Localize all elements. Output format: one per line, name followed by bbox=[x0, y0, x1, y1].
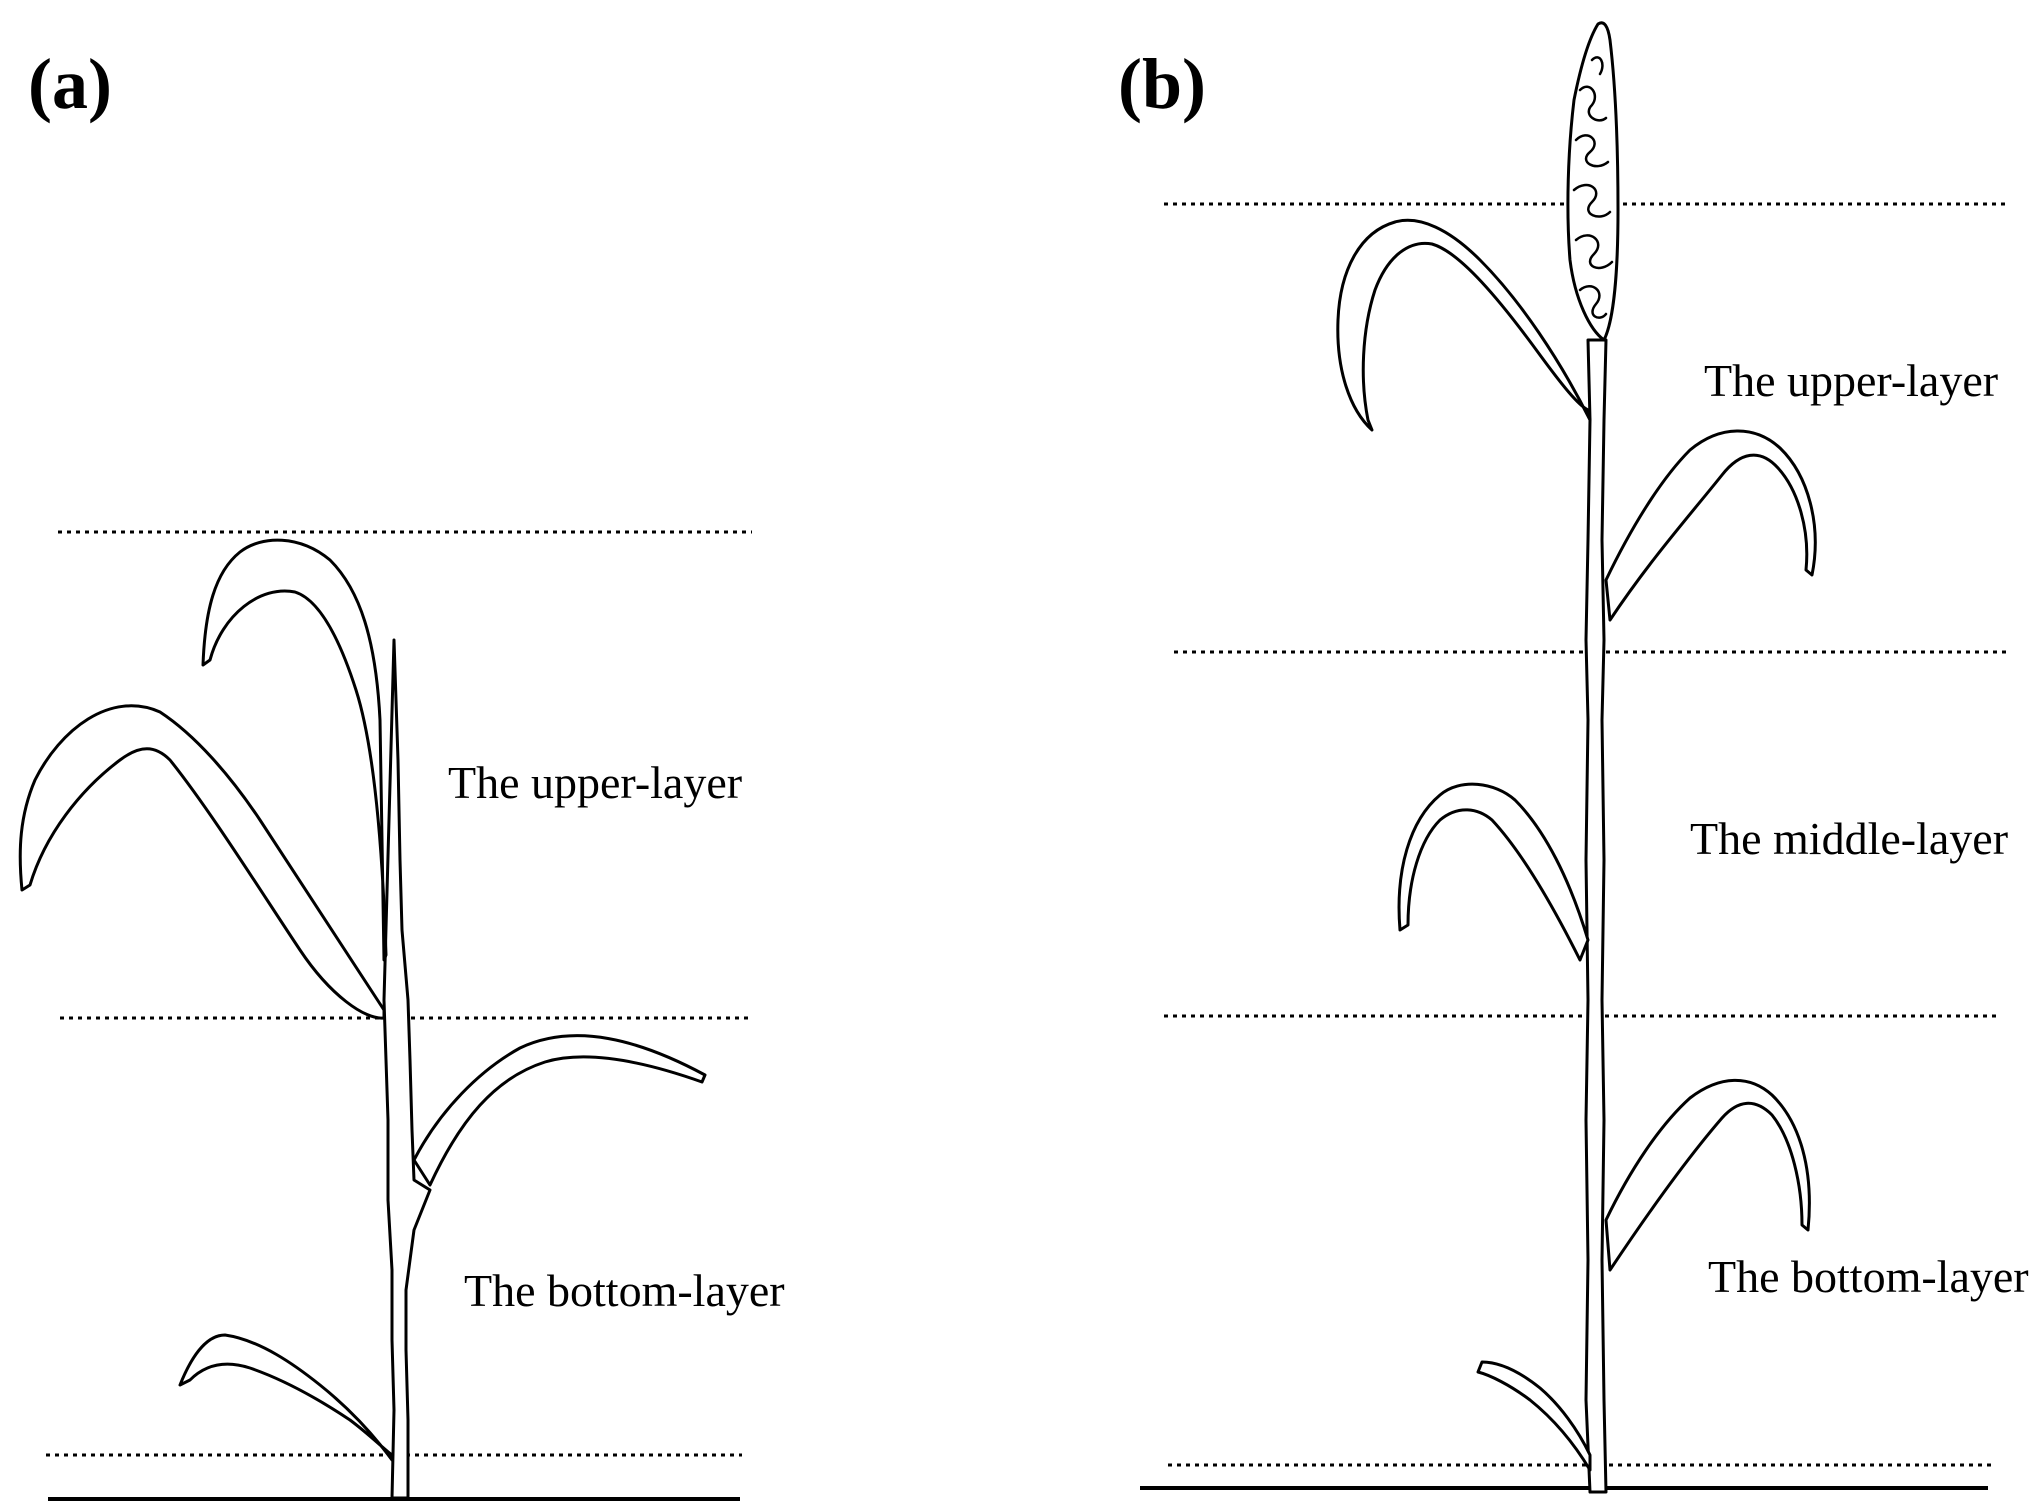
panel-b-upper-layer-label: The upper-layer bbox=[1704, 355, 1999, 406]
panel-b-leaf-middle bbox=[1397, 782, 1590, 962]
panel-b-plant bbox=[1336, 21, 1817, 1494]
panel-b-leaf-bottom-left bbox=[1476, 1360, 1592, 1472]
panel-b-label: (b) bbox=[1118, 44, 1206, 124]
panel-a-bottom-layer-label: The bottom-layer bbox=[464, 1265, 785, 1316]
panel-b-leaf-upper-right bbox=[1604, 429, 1817, 622]
panel-a-leaf-top bbox=[201, 538, 388, 962]
panel-b-stem bbox=[1584, 338, 1608, 1494]
panel-a-leaf-left bbox=[18, 704, 386, 1020]
panel-b-tassel-outline bbox=[1566, 21, 1620, 342]
panel-a-leaf-right bbox=[412, 1034, 707, 1187]
panel-a-stem bbox=[382, 638, 432, 1500]
panel-b-leaf-upper-left bbox=[1336, 218, 1592, 432]
panel-a-label: (a) bbox=[28, 44, 112, 124]
panel-b-tassel-icon bbox=[1566, 21, 1620, 342]
panel-b-bottom-layer-label: The bottom-layer bbox=[1708, 1251, 2029, 1302]
panel-a-leaf-bottom bbox=[178, 1333, 394, 1462]
panel-b-leaf-bottom-right bbox=[1604, 1078, 1811, 1272]
panel-a-upper-layer-label: The upper-layer bbox=[448, 757, 743, 808]
panel-a-plant bbox=[18, 538, 707, 1500]
panel-b-middle-layer-label: The middle-layer bbox=[1690, 813, 2009, 864]
panel-b-tassel-texture bbox=[1572, 56, 1614, 319]
